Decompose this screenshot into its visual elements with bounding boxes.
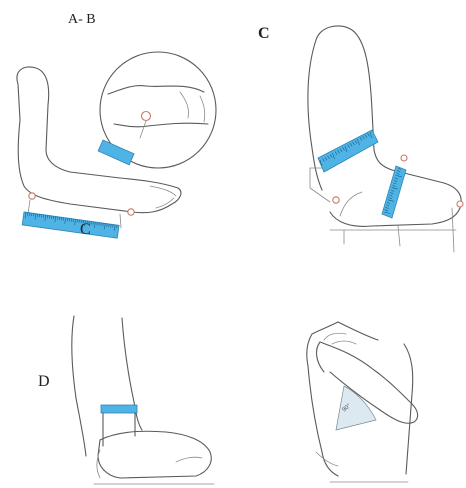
panel-e: 90° <box>307 322 418 482</box>
forearm-d <box>98 431 211 478</box>
upper-arm-d <box>72 316 86 456</box>
panel-d-label: D <box>38 373 50 390</box>
panel-ab-inset-label: C <box>80 221 91 238</box>
ruler-ab <box>22 212 119 238</box>
panel-c-label: C <box>258 25 270 42</box>
panel-c: C <box>258 25 463 252</box>
tape-upper-arm <box>318 130 378 172</box>
landmark-c-right <box>457 201 463 207</box>
tape-forearm <box>382 166 406 218</box>
inset-ruler <box>98 140 134 165</box>
landmark-wrist-point <box>128 209 134 215</box>
panel-d: D <box>38 316 214 484</box>
inset-wrist-detail <box>98 52 216 168</box>
inset-landmark-point <box>142 112 151 121</box>
panel-ab: A- B C <box>17 12 216 238</box>
panel-ab-label: A- B <box>68 12 96 27</box>
caliper-d <box>101 405 137 446</box>
landmark-c-top <box>401 155 407 161</box>
torso-outline <box>307 322 338 476</box>
arm-ab-outline <box>17 67 181 213</box>
landmark-c-left <box>333 197 339 203</box>
landmark-elbow-point <box>29 193 35 199</box>
